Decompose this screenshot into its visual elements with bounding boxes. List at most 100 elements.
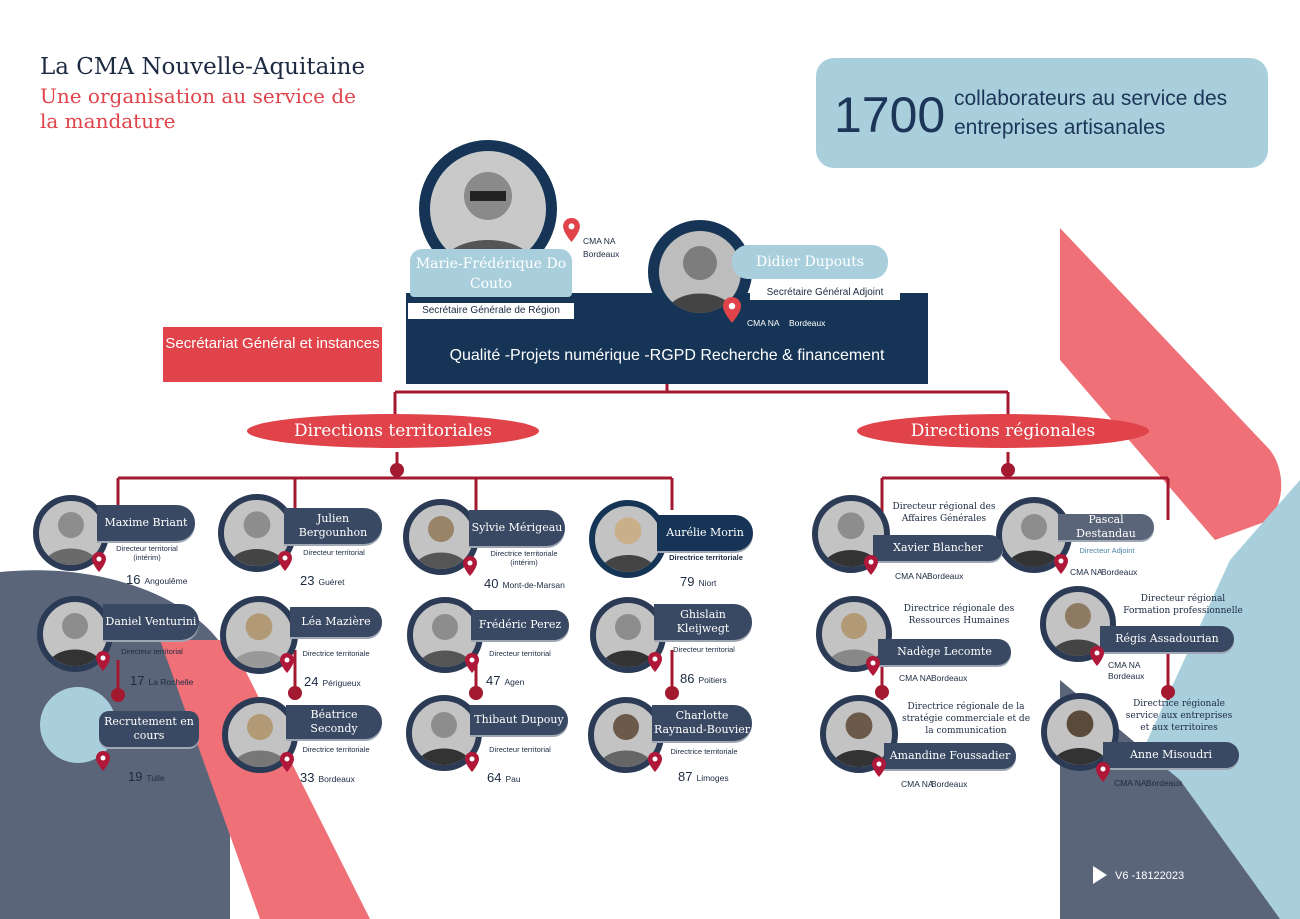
- regional-loc2: Bordeaux: [927, 571, 964, 581]
- territorial-role: Directeur territorial: [673, 645, 735, 654]
- band-text: Qualité -Projets numérique -RGPD Recherc…: [449, 347, 885, 364]
- regional-title: Directrice régionale des Ressources Huma…: [903, 604, 1015, 626]
- code-city: La Rochelle: [148, 677, 194, 687]
- code-city: Bordeaux: [318, 774, 355, 784]
- regional-name: Amandine Foussadier: [884, 743, 1016, 769]
- regional-photo: [812, 495, 890, 573]
- territorial-role: Directrice territoriale: [669, 553, 743, 562]
- location-pin-icon: [96, 751, 110, 771]
- code-number: 23: [300, 573, 315, 588]
- code-city: Guéret: [318, 577, 345, 587]
- location-pin-icon: [1054, 554, 1068, 574]
- code-number: 24: [304, 674, 319, 689]
- page-title: La CMA Nouvelle-Aquitaine: [40, 54, 366, 80]
- sg-loc1: CMA NA: [583, 236, 616, 246]
- regional-photo: [1041, 693, 1119, 771]
- territorial-name: Daniel Venturini: [103, 604, 199, 640]
- regional-name: Régis Assadourian: [1100, 626, 1234, 652]
- territorial-role: Directrice territoriale (intérim): [490, 549, 558, 567]
- territorial-name: Julien Bergounhon: [284, 508, 382, 544]
- regional-loc2: Bordeaux: [931, 673, 968, 683]
- bg-pink-band-right: [1060, 228, 1282, 540]
- avatar-icon: [43, 512, 99, 565]
- code-number: 40: [484, 576, 499, 591]
- code-city: Agen: [504, 677, 525, 687]
- territorial-name: Sylvie Mérigeau: [469, 510, 565, 546]
- location-pin-icon: [872, 757, 886, 777]
- territorial-photo: [589, 500, 667, 578]
- regional-loc2: Bordeaux: [1101, 567, 1138, 577]
- avatar-icon: [598, 714, 654, 767]
- territorial-name: Aurélie Morin: [657, 515, 753, 551]
- avatar-icon: [413, 516, 469, 569]
- regional-loc2: Bordeaux: [1146, 778, 1183, 788]
- territorial-photo: [407, 597, 483, 673]
- stat-box: 1700 collaborateurs au service des entre…: [816, 58, 1268, 168]
- code-number: 17: [130, 673, 145, 688]
- sga-loc2: Bordeaux: [789, 318, 826, 328]
- sga-name: Didier Dupouts: [732, 245, 888, 279]
- stat-text: collaborateurs au service des entreprise…: [954, 87, 1228, 139]
- regional-loc1: CMA NA: [899, 673, 932, 683]
- location-pin-icon: [864, 555, 878, 575]
- regional-loc1: CMA NA: [895, 571, 928, 581]
- regional-title: Directeur régional Formation professionn…: [1123, 594, 1243, 616]
- regional-loc1: CMA NA: [1108, 660, 1141, 670]
- regional-name: Pascal Destandau: [1058, 513, 1154, 540]
- code-city: Mont-de-Marsan: [502, 580, 565, 590]
- regional-name: Xavier Blancher: [873, 535, 1003, 561]
- territorial-role: Directrice territoriale: [670, 747, 738, 756]
- avatar-icon: [228, 511, 286, 566]
- regional-loc2: Bordeaux: [1108, 671, 1145, 681]
- location-pin-icon: [723, 297, 741, 323]
- directions-regionales-heading: Directions régionales: [857, 414, 1149, 448]
- territorial-role: Directrice territoriale: [302, 745, 370, 754]
- territorial-photo: [222, 697, 298, 773]
- avatar-icon: [47, 613, 103, 666]
- code-number: 64: [487, 770, 502, 785]
- code-city: Poitiers: [698, 675, 727, 685]
- code-city: Angoulême: [144, 576, 188, 586]
- regional-title: Directrice régionale de la stratégie com…: [901, 702, 1031, 736]
- avatar-icon: [416, 712, 472, 765]
- code-city: Tulle: [146, 773, 165, 783]
- location-pin-icon: [463, 556, 477, 576]
- directions-territoriales-heading: Directions territoriales: [247, 414, 539, 448]
- location-pin-icon: [563, 218, 580, 242]
- territorial-name: Thibaut Dupouy: [470, 705, 568, 735]
- regional-loc1: CMA NA: [901, 779, 934, 789]
- location-pin-icon: [465, 653, 479, 673]
- code-number: 47: [486, 673, 501, 688]
- territorial-name: Ghislain Kleijwegt: [654, 604, 752, 640]
- sg-loc2: Bordeaux: [583, 249, 620, 259]
- territorial-role: Directeur territorial (intérim): [116, 544, 178, 562]
- regional-name: Anne Misoudri: [1103, 742, 1239, 768]
- avatar-icon: [600, 614, 656, 667]
- code-number: 33: [300, 770, 315, 785]
- territorial-role: Directeur territorial: [303, 548, 365, 557]
- territorial-name: Léa Mazière: [290, 607, 382, 637]
- regional-title: Directeur régional des Affaires Générale…: [892, 502, 996, 524]
- stat-number: 1700: [834, 87, 946, 143]
- territorial-photo: [37, 596, 113, 672]
- code-number: 87: [678, 769, 693, 784]
- avatar-icon: [232, 714, 288, 767]
- regional-loc1: CMA NA: [1114, 778, 1147, 788]
- regional-loc1: CMA NA: [1070, 567, 1103, 577]
- location-pin-icon: [278, 551, 292, 571]
- location-pin-icon: [648, 652, 662, 672]
- secretariat-box: Secrétariat Général et instances: [163, 327, 382, 382]
- code-city: Limoges: [696, 773, 729, 783]
- page-subtitle: Une organisation au service de la mandat…: [40, 84, 356, 133]
- code-city: Pau: [505, 774, 521, 784]
- avatar-icon: [1051, 710, 1109, 765]
